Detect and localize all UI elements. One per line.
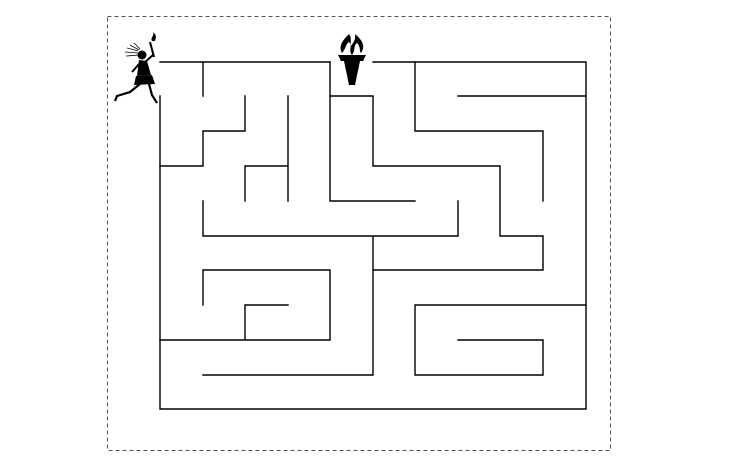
inner-walls [159, 61, 587, 376]
maze-walls [159, 61, 587, 410]
dashed-frame [107, 16, 611, 451]
outer-wall [159, 61, 587, 410]
runner-with-torch-icon [113, 32, 158, 104]
flaming-torch-icon [338, 34, 366, 85]
